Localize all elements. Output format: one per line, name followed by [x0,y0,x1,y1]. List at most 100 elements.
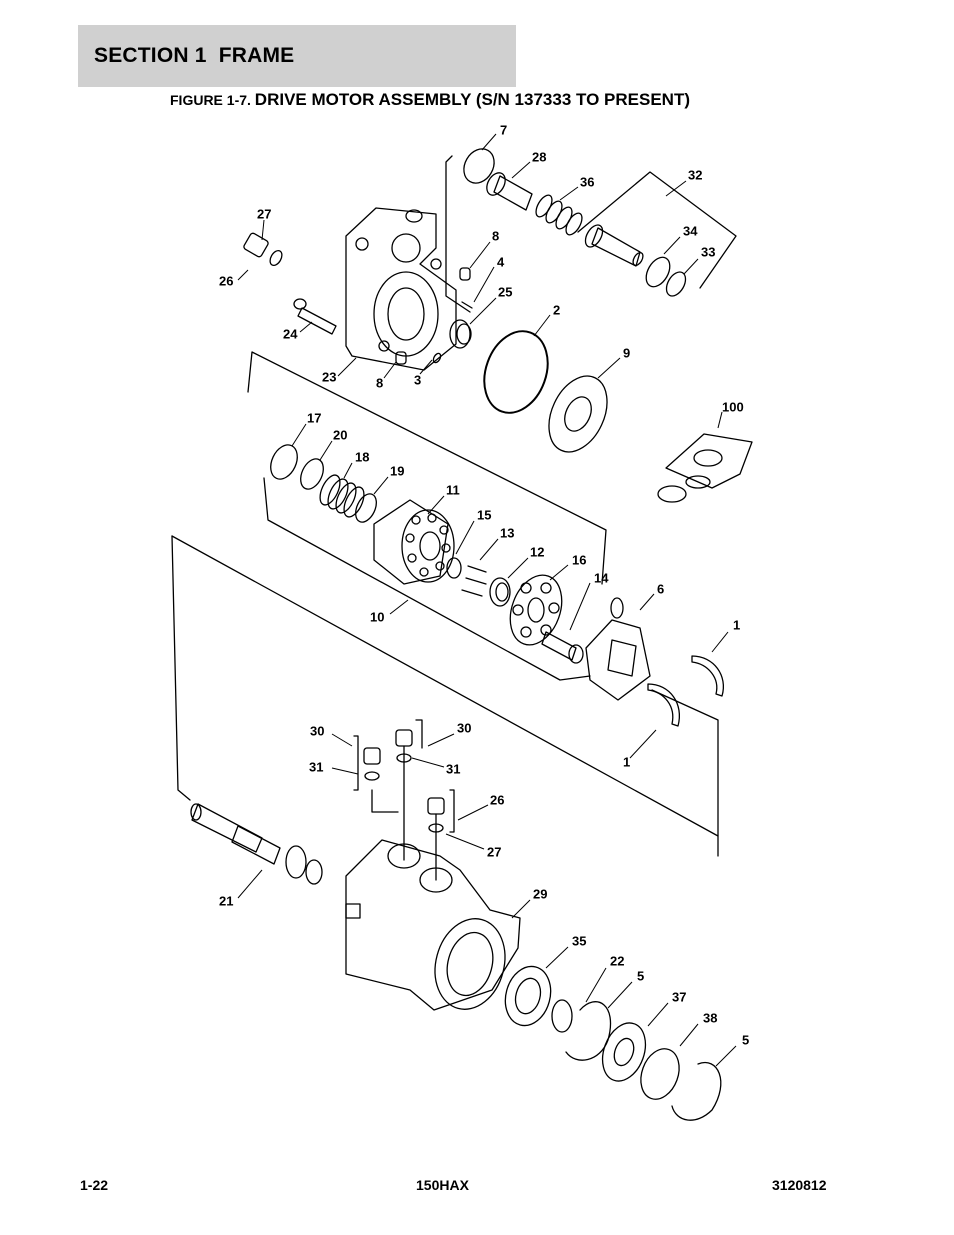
callout-leader [545,946,569,969]
callout-label: 12 [530,544,544,559]
callout-leader [629,729,657,759]
callout-label: 34 [683,223,698,238]
callout-leader [331,767,359,775]
callout-label: 35 [572,933,586,948]
seal-kit-100 [665,433,753,489]
callout-leader [607,981,633,1009]
figure-name: DRIVE MOTOR ASSEMBLY (S/N 137333 TO PRES… [254,90,690,109]
callout-label: 36 [580,174,594,189]
callout-label: 5 [742,1032,749,1047]
callout-label: 30 [310,723,324,738]
cylinder-barrel-11 [373,499,455,585]
callout-leader [511,161,531,179]
callout-leader [473,266,495,303]
callout-leader [715,1045,737,1067]
callout-label: 23 [322,369,336,384]
page-number: 1-22 [80,1177,109,1193]
callout-label: 1 [623,754,630,769]
callout-leader [373,476,389,495]
callout-label: 38 [703,1010,717,1025]
callout-label: 15 [477,507,491,522]
motor-housing-29 [345,839,521,1011]
bearing-half-lower [647,683,680,727]
callout-label: 2 [553,302,560,317]
callout-leader [479,538,499,561]
callout-label: 26 [219,273,233,288]
callout-leader [319,440,333,461]
callout-leader [343,462,353,479]
callout-leader [711,631,729,653]
callout-label: 1 [733,617,740,632]
callout-leader [237,269,249,281]
callout-leader [383,361,397,379]
group-bracket-lower [171,535,191,801]
callout-label: 31 [309,759,323,774]
callout-leader [291,423,307,447]
callout-label: 7 [500,122,507,137]
model-name: 150HAX [416,1177,469,1193]
section-title: SECTION 1 FRAME [94,44,295,67]
callout-label: 11 [446,482,460,497]
figure-number: FIGURE 1-7. [170,92,255,108]
callout-label: 18 [355,449,369,464]
callout-label: 27 [257,206,271,221]
callout-label: 21 [219,893,233,908]
callout-leader [469,297,497,325]
callout-label: 8 [376,375,383,390]
callout-leader [337,357,357,377]
callout-leader [427,733,455,747]
callout-label: 32 [688,167,702,182]
callout-leader [549,564,569,581]
callout-label: 29 [533,886,547,901]
spring-36 [535,194,583,236]
callout-leader [237,869,263,899]
callout-leader [445,833,485,850]
callout-label: 6 [657,581,664,596]
figure-title: FIGURE 1-7. DRIVE MOTOR ASSEMBLY (S/N 13… [170,90,690,110]
callout-leader [639,593,655,611]
callout-label: 3 [414,372,421,387]
callout-leader [665,180,687,197]
callout-leader [533,314,551,337]
callout-leader [427,495,445,515]
callout-leader [331,733,353,747]
callout-leader [411,757,445,768]
callout-leader [481,133,497,151]
callout-leader [679,1023,699,1047]
callout-label: 100 [722,399,744,414]
callout-leader [559,186,579,201]
callout-leader [597,357,621,379]
callout-leader [569,582,591,631]
group-bracket-middle [247,351,607,585]
callout-label: 5 [637,968,644,983]
callout-leader [469,241,491,269]
callout-label: 24 [283,326,298,341]
callout-label: 10 [370,609,384,624]
spring-18 [319,474,365,518]
callout-label: 14 [594,570,609,585]
callout-leader [585,967,607,1003]
callout-leader [683,258,699,275]
callout-label: 4 [497,254,505,269]
callout-leader [663,236,681,255]
callout-leader [457,804,489,821]
callout-label: 26 [490,792,504,807]
callout-label: 33 [701,244,715,259]
callout-leader [299,321,313,333]
callout-leader [507,557,529,579]
callout-leader [511,899,531,919]
callout-label: 20 [333,427,347,442]
bearing-half-upper [691,655,724,697]
callout-leader [717,411,723,429]
callout-label: 8 [492,228,499,243]
section-header: SECTION 1 FRAME [78,25,516,87]
callout-label: 17 [307,410,321,425]
callout-label: 9 [623,345,630,360]
callout-leader [389,599,409,615]
callout-label: 25 [498,284,512,299]
callout-label: 22 [610,953,624,968]
drive-shaft-21 [190,803,323,885]
end-cap-23 [345,207,457,371]
callout-label: 37 [672,989,686,1004]
